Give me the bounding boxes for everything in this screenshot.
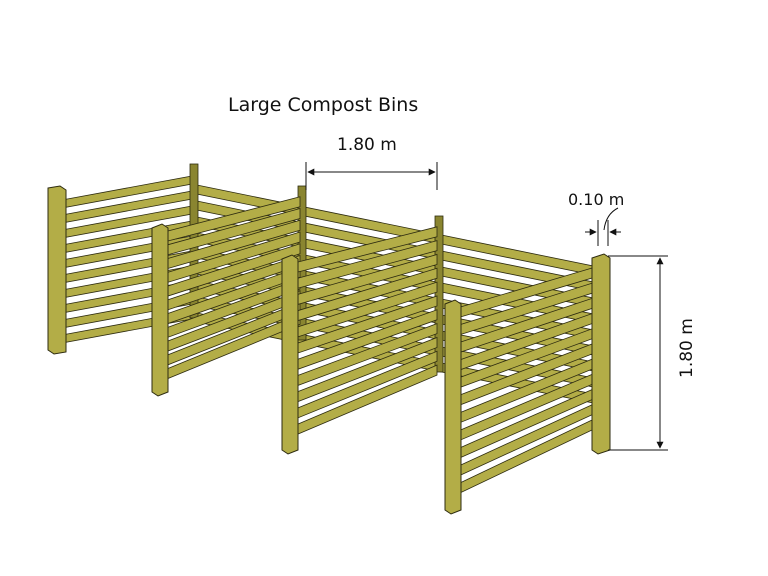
- divider-post: [151, 223, 169, 397]
- divider-panel: [444, 264, 604, 515]
- post-dimension: 0.10 m: [568, 190, 624, 246]
- post-width-label: 0.10 m: [568, 190, 624, 209]
- divider-panel: [151, 196, 301, 397]
- diagram-title: Large Compost Bins: [228, 94, 418, 116]
- back-post: [434, 215, 444, 373]
- width-dimension: 1.80 m: [305, 135, 438, 190]
- divider-panel: [281, 226, 438, 455]
- divider-post: [444, 299, 462, 515]
- divider-panels: [151, 196, 611, 515]
- width-label: 1.80 m: [337, 135, 397, 155]
- height-label: 1.80 m: [677, 318, 697, 378]
- corner-post: [591, 253, 611, 455]
- corner-post: [47, 185, 67, 355]
- height-dimension: 1.80 m: [608, 255, 697, 451]
- divider-post: [281, 254, 299, 455]
